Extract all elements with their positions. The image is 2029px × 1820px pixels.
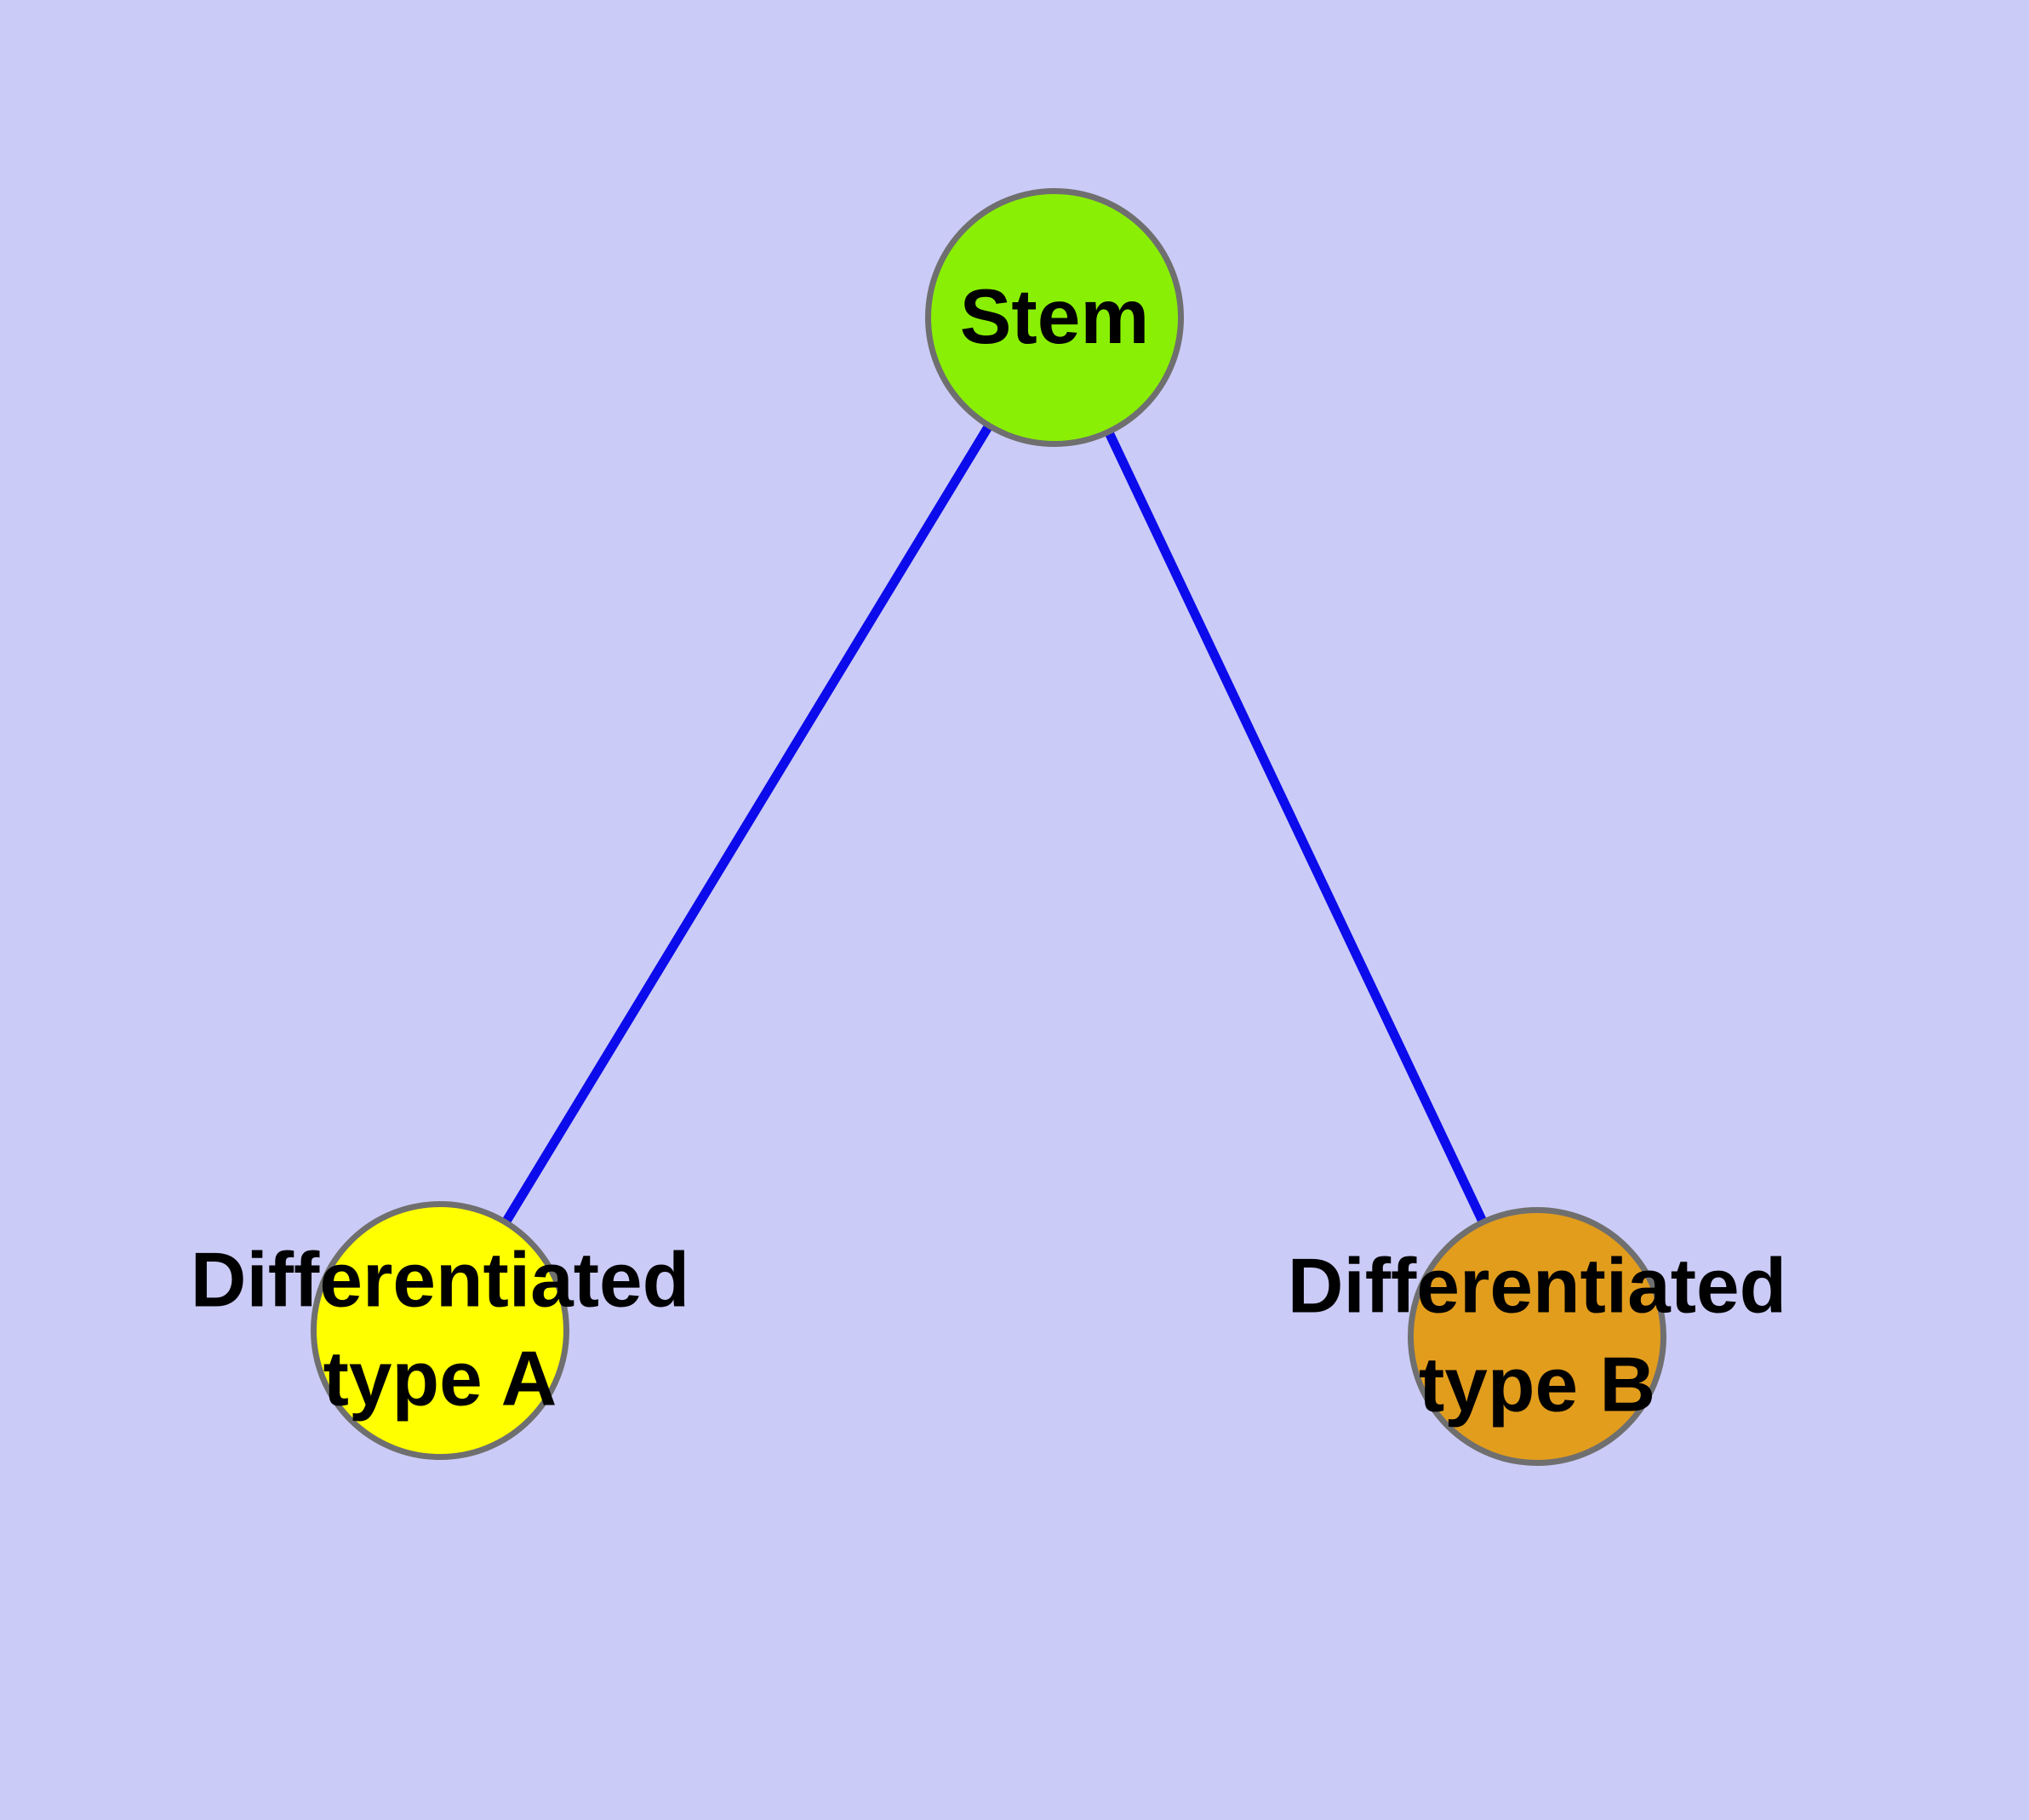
node-label-stem-text: Stem (959, 273, 1150, 360)
node-label-type-a-line2: type A (323, 1336, 557, 1422)
node-label-differentiated-type-a: Differentiated type A (191, 1232, 690, 1430)
node-label-type-b-line2: type B (1418, 1342, 1656, 1428)
node-label-type-a-line1: Differentiated (190, 1237, 690, 1324)
edge-stem-to-type-a (436, 315, 1059, 1333)
edge-stem-to-type-b (1050, 315, 1541, 1339)
node-label-type-b-line1: Differentiated (1287, 1243, 1787, 1330)
node-label-stem: Stem (960, 268, 1150, 367)
node-differentiated-type-b (1408, 1207, 1666, 1466)
node-label-differentiated-type-b: Differentiated type B (1288, 1238, 1787, 1436)
node-stem (925, 188, 1184, 447)
node-differentiated-type-a (311, 1201, 569, 1460)
